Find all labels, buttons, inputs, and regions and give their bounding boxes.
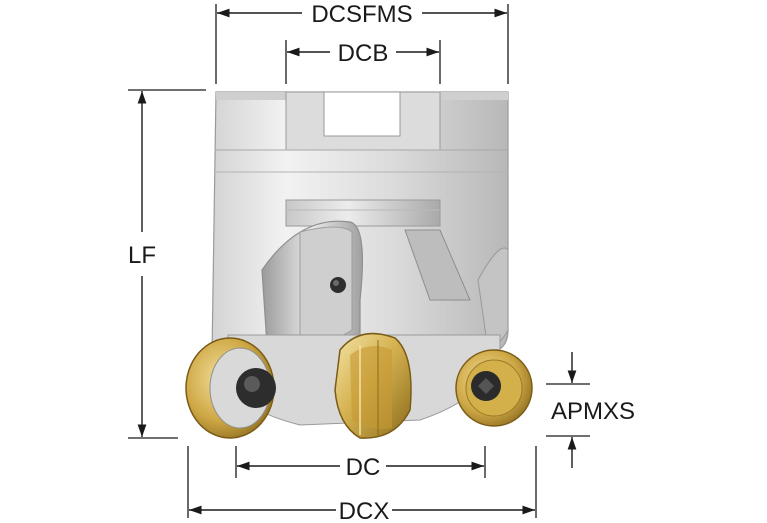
cutter-body — [211, 91, 509, 426]
label-dc: DC — [346, 454, 381, 481]
witness-lines — [128, 4, 590, 518]
chip-pocket-right — [404, 229, 471, 301]
screw-highlight — [244, 376, 260, 392]
dimension-lines — [137, 8, 577, 515]
label-dcb: DCB — [338, 40, 389, 67]
slot-floor — [323, 91, 401, 137]
torx-recess — [478, 378, 494, 394]
insert-right — [455, 349, 533, 427]
label-dcx: DCX — [339, 498, 390, 523]
insert-left — [185, 337, 276, 439]
coolant-hole-highlight — [333, 280, 339, 286]
insert-center — [334, 332, 412, 439]
label-lf: LF — [128, 242, 156, 269]
label-dcsfms: DCSFMS — [311, 1, 412, 28]
relief-groove — [285, 199, 441, 227]
dimension-labels: DCSFMS DCB LF DC DCX APMXS — [128, 1, 635, 523]
label-apmxs: APMXS — [551, 398, 635, 425]
